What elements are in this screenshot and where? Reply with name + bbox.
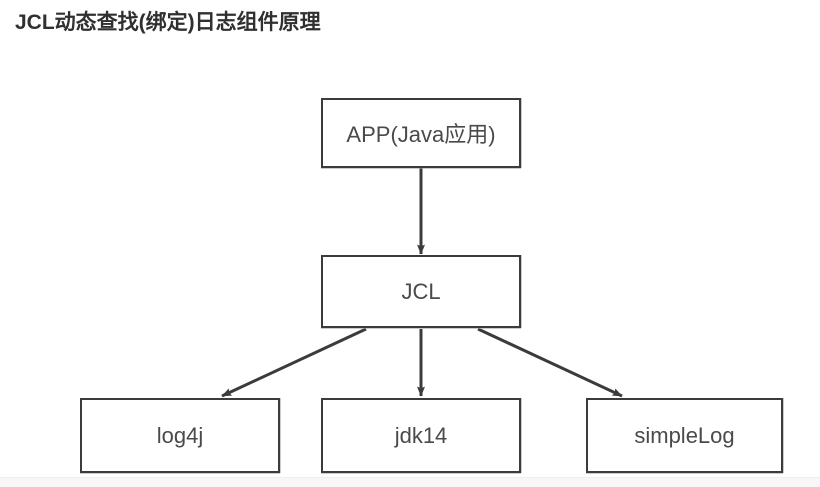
node-simplelog-label: simpleLog	[634, 422, 735, 448]
node-log4j-label: log4j	[156, 422, 204, 448]
node-jdk14-label: jdk14	[394, 422, 448, 448]
node-app-label: APP(Java应用)	[346, 122, 496, 147]
node-app[interactable]: APP(Java应用)	[321, 98, 521, 168]
node-jcl[interactable]: JCL	[321, 255, 521, 328]
edge-jcl-to-log4j	[221, 327, 367, 398]
edge-jcl-to-simplelog	[477, 327, 623, 398]
page-bottom-divider	[0, 477, 820, 487]
node-log4j[interactable]: log4j	[80, 398, 280, 473]
page-title: JCL动态查找(绑定)日志组件原理	[15, 11, 321, 34]
node-jdk14[interactable]: jdk14	[321, 398, 521, 473]
node-jcl-label: JCL	[401, 278, 441, 304]
node-simplelog[interactable]: simpleLog	[586, 398, 783, 473]
